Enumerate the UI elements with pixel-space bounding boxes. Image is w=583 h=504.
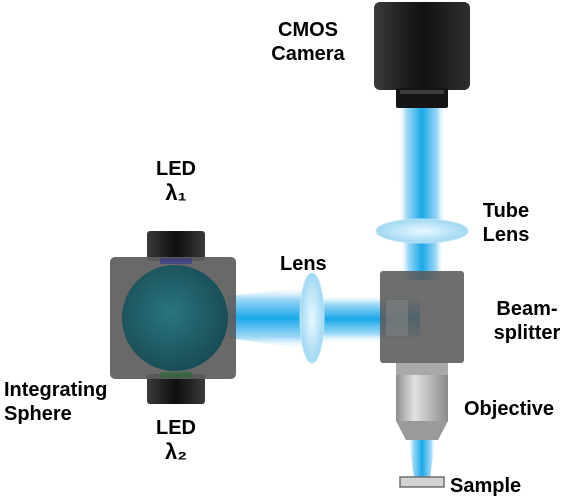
- objective-label: Objective: [464, 398, 555, 420]
- beamsplitter-label-line2: splitter: [493, 322, 561, 344]
- cmos-camera: [374, 2, 470, 108]
- horizontal-beam-left: [228, 286, 310, 350]
- beamsplitter: [380, 271, 464, 363]
- led1-label-line2: λ₁: [165, 180, 187, 205]
- camera-label-line1: CMOS: [278, 19, 338, 41]
- vertical-beam-lower: [408, 438, 436, 478]
- sample-label: Sample: [450, 475, 522, 497]
- integrating-sphere-label: Integrating Sphere: [4, 378, 107, 426]
- tube-lens-label: Tube Lens: [470, 199, 542, 247]
- led2-label: LED λ₂: [146, 416, 206, 464]
- beamsplitter-label-line1: Beam-: [496, 298, 558, 320]
- objective: [396, 363, 448, 440]
- led-2: [147, 374, 205, 404]
- tube-lens: [375, 218, 469, 244]
- integrating-sphere-label-line1: Integrating: [4, 379, 108, 401]
- focusing-lens: [299, 272, 325, 364]
- tube-lens-label-line1: Tube: [482, 200, 530, 222]
- led2-label-line1: LED: [156, 417, 196, 439]
- vertical-beam-upper: [398, 108, 446, 238]
- camera-label-line2: Camera: [271, 43, 345, 65]
- beamsplitter-label: Beam- splitter: [474, 297, 580, 345]
- lens-label: Lens: [280, 253, 327, 275]
- led2-label-line2: λ₂: [164, 439, 187, 464]
- led-1: [147, 231, 205, 261]
- vertical-beam-tube: [400, 238, 444, 280]
- led1-label-line1: LED: [156, 158, 196, 180]
- integrating-sphere: [110, 257, 236, 379]
- sample-slide: [399, 476, 445, 488]
- integrating-sphere-label-line2: Sphere: [4, 403, 72, 425]
- tube-lens-label-line2: Lens: [482, 224, 530, 246]
- camera-label: CMOS Camera: [253, 18, 363, 66]
- led1-label: LED λ₁: [146, 157, 206, 205]
